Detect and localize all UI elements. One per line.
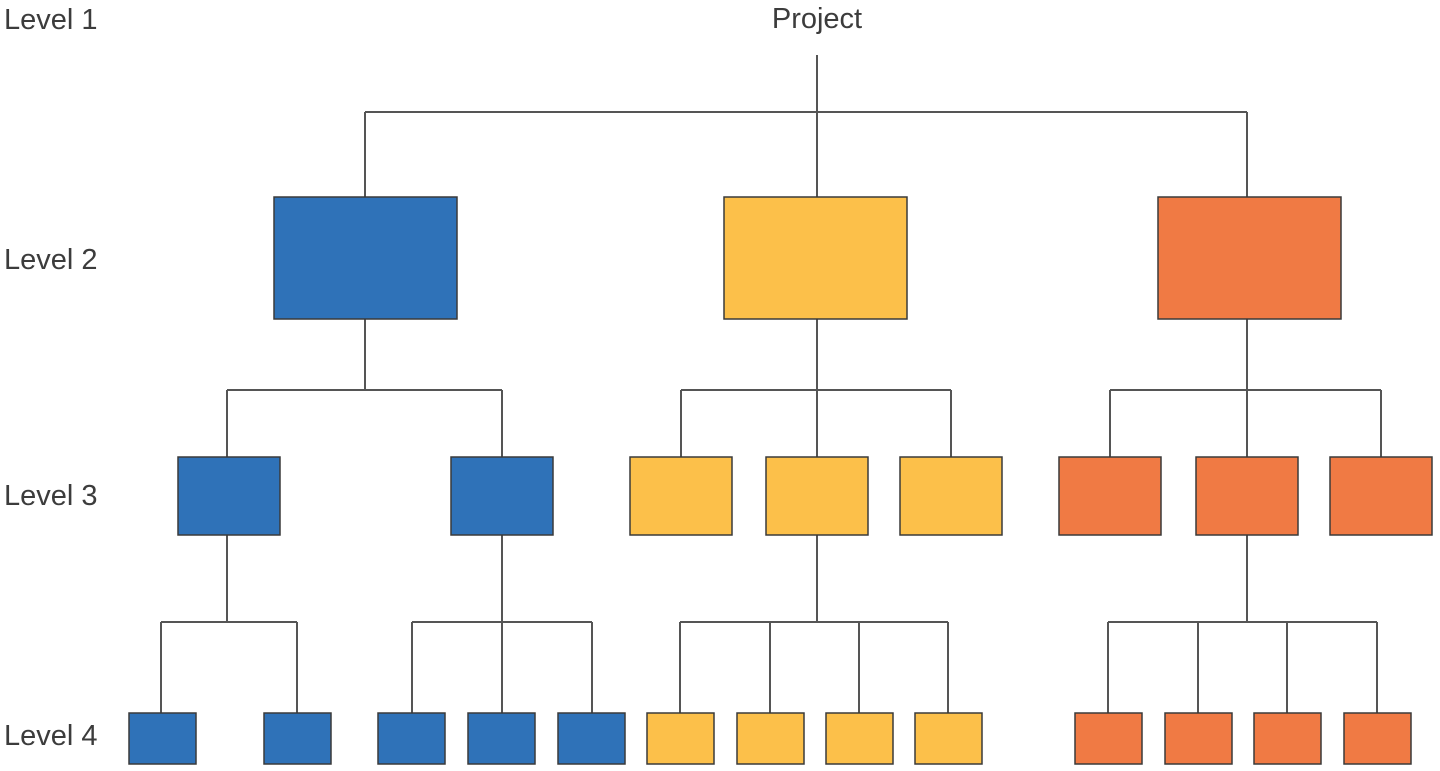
level4-node-blue-5 xyxy=(557,712,626,765)
connectors-level1-to-level2 xyxy=(364,55,1248,197)
level3-node-orange-2 xyxy=(1195,456,1299,536)
level4-node-yellow-3 xyxy=(825,712,894,765)
connectors-level2-to-level3 xyxy=(226,319,1382,457)
level4-node-orange-4 xyxy=(1343,712,1412,765)
level-2-label: Level 2 xyxy=(4,244,98,276)
level2-node-orange xyxy=(1157,196,1342,320)
level3-node-blue-2 xyxy=(450,456,554,536)
level-3-label: Level 3 xyxy=(4,480,98,512)
level3-node-orange-3 xyxy=(1329,456,1433,536)
level4-node-blue-3 xyxy=(377,712,446,765)
level4-node-yellow-1 xyxy=(646,712,715,765)
level4-node-yellow-2 xyxy=(736,712,805,765)
level4-node-blue-1 xyxy=(128,712,197,765)
level-4-label: Level 4 xyxy=(4,720,98,752)
level4-node-yellow-4 xyxy=(914,712,983,765)
level-3-nodes xyxy=(177,456,1433,536)
level4-node-blue-4 xyxy=(467,712,536,765)
connectors-level3-to-level4 xyxy=(160,535,1378,713)
level4-node-orange-3 xyxy=(1253,712,1322,765)
level3-node-orange-1 xyxy=(1058,456,1162,536)
project-root-label: Project xyxy=(771,3,863,35)
level3-node-blue-1 xyxy=(177,456,281,536)
level2-node-yellow xyxy=(723,196,908,320)
level-2-nodes xyxy=(273,196,1342,320)
level4-node-blue-2 xyxy=(263,712,332,765)
level3-node-yellow-3 xyxy=(899,456,1003,536)
level3-node-yellow-2 xyxy=(765,456,869,536)
level4-node-orange-1 xyxy=(1074,712,1143,765)
level4-node-orange-2 xyxy=(1164,712,1233,765)
level3-node-yellow-1 xyxy=(629,456,733,536)
level-4-nodes xyxy=(128,712,1412,765)
level-1-label: Level 1 xyxy=(4,4,98,36)
level2-node-blue xyxy=(273,196,458,320)
